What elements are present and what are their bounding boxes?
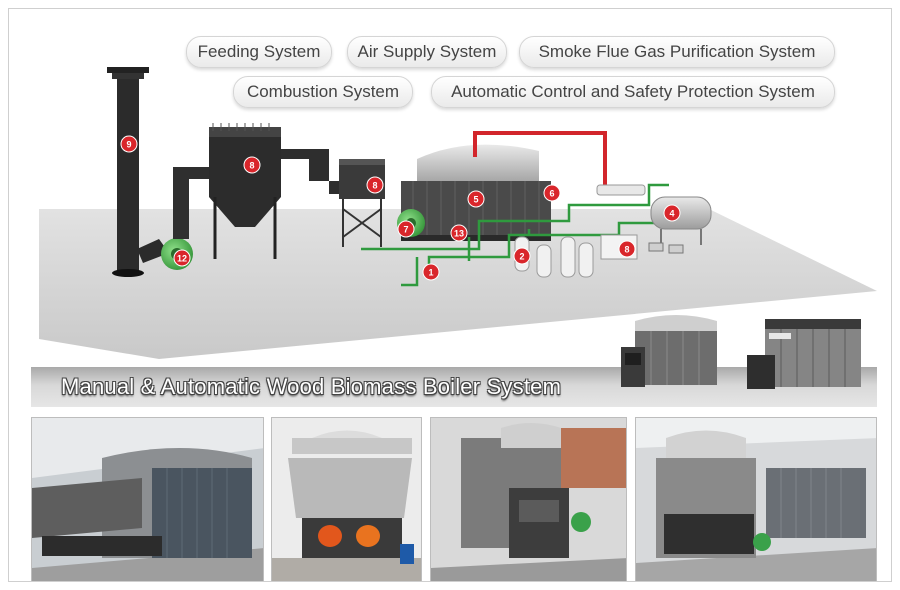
- title-band: Manual & Automatic Wood Biomass Boiler S…: [31, 367, 877, 407]
- bag-dust-collector: [209, 123, 281, 259]
- floor-platform: [39, 209, 877, 359]
- site-photo-3: [430, 417, 627, 581]
- steam-header: [596, 184, 646, 196]
- water-pipes: [361, 183, 669, 287]
- steam-pipe: [473, 131, 607, 187]
- diagram-frame: Feeding System Air Supply System Smoke F…: [8, 8, 892, 582]
- air-supply-system-label: Air Supply System: [347, 36, 507, 68]
- site-photo-2: [271, 417, 422, 581]
- water-treatment-box: [600, 234, 638, 260]
- boiler-product-image-2: [747, 319, 861, 389]
- boiler-product-image-1: [621, 315, 717, 387]
- smoke-flue-gas-purification-label: Smoke Flue Gas Purification System: [519, 36, 835, 68]
- chimney: [107, 67, 149, 277]
- site-photo-1: [31, 417, 264, 581]
- feed-pumps: [648, 242, 684, 254]
- site-photo-4: [635, 417, 877, 581]
- combustion-system-label: Combustion System: [233, 76, 413, 108]
- blower-fan: [397, 209, 425, 237]
- feeding-system-label: Feeding System: [186, 36, 332, 68]
- page-title: Manual & Automatic Wood Biomass Boiler S…: [61, 374, 562, 399]
- automatic-control-safety-label: Automatic Control and Safety Protection …: [431, 76, 835, 108]
